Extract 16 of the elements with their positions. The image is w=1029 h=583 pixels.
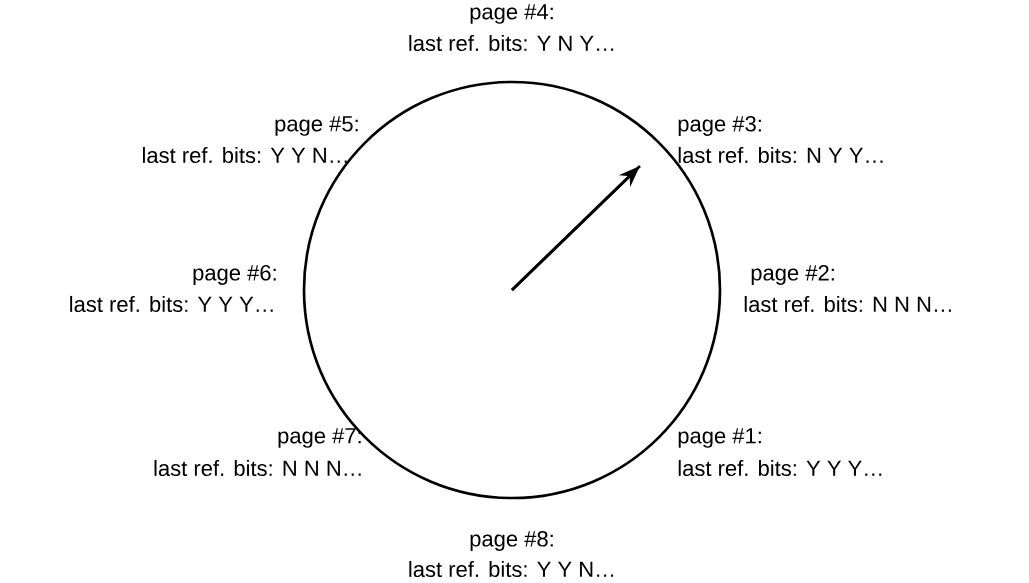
page-label: page #4: (470, 4, 553, 24)
reference-bits-label: last ref. bits: Y N Y… (409, 34, 614, 52)
reference-bits-label: last ref. bits: N N N… (154, 459, 361, 477)
reference-bits-label: last ref. bits: Y Y N… (409, 560, 614, 578)
reference-bits-label: last ref. bits: N Y Y… (678, 146, 883, 164)
page-label: page #3: (678, 116, 761, 136)
page-label: page #7: (278, 428, 361, 448)
reference-bits-label: last ref. bits: N N N… (744, 295, 951, 313)
page-label: page #2: (751, 265, 834, 285)
page-label: page #8: (470, 531, 553, 551)
page-label: page #6: (193, 265, 276, 285)
reference-bits-label: last ref. bits: Y Y Y… (678, 459, 882, 477)
page-label: page #1: (678, 428, 761, 448)
page-label: page #5: (275, 116, 358, 136)
reference-bits-label: last ref. bits: Y Y N… (143, 146, 347, 164)
reference-bits-label: last ref. bits: Y Y Y… (70, 295, 273, 313)
